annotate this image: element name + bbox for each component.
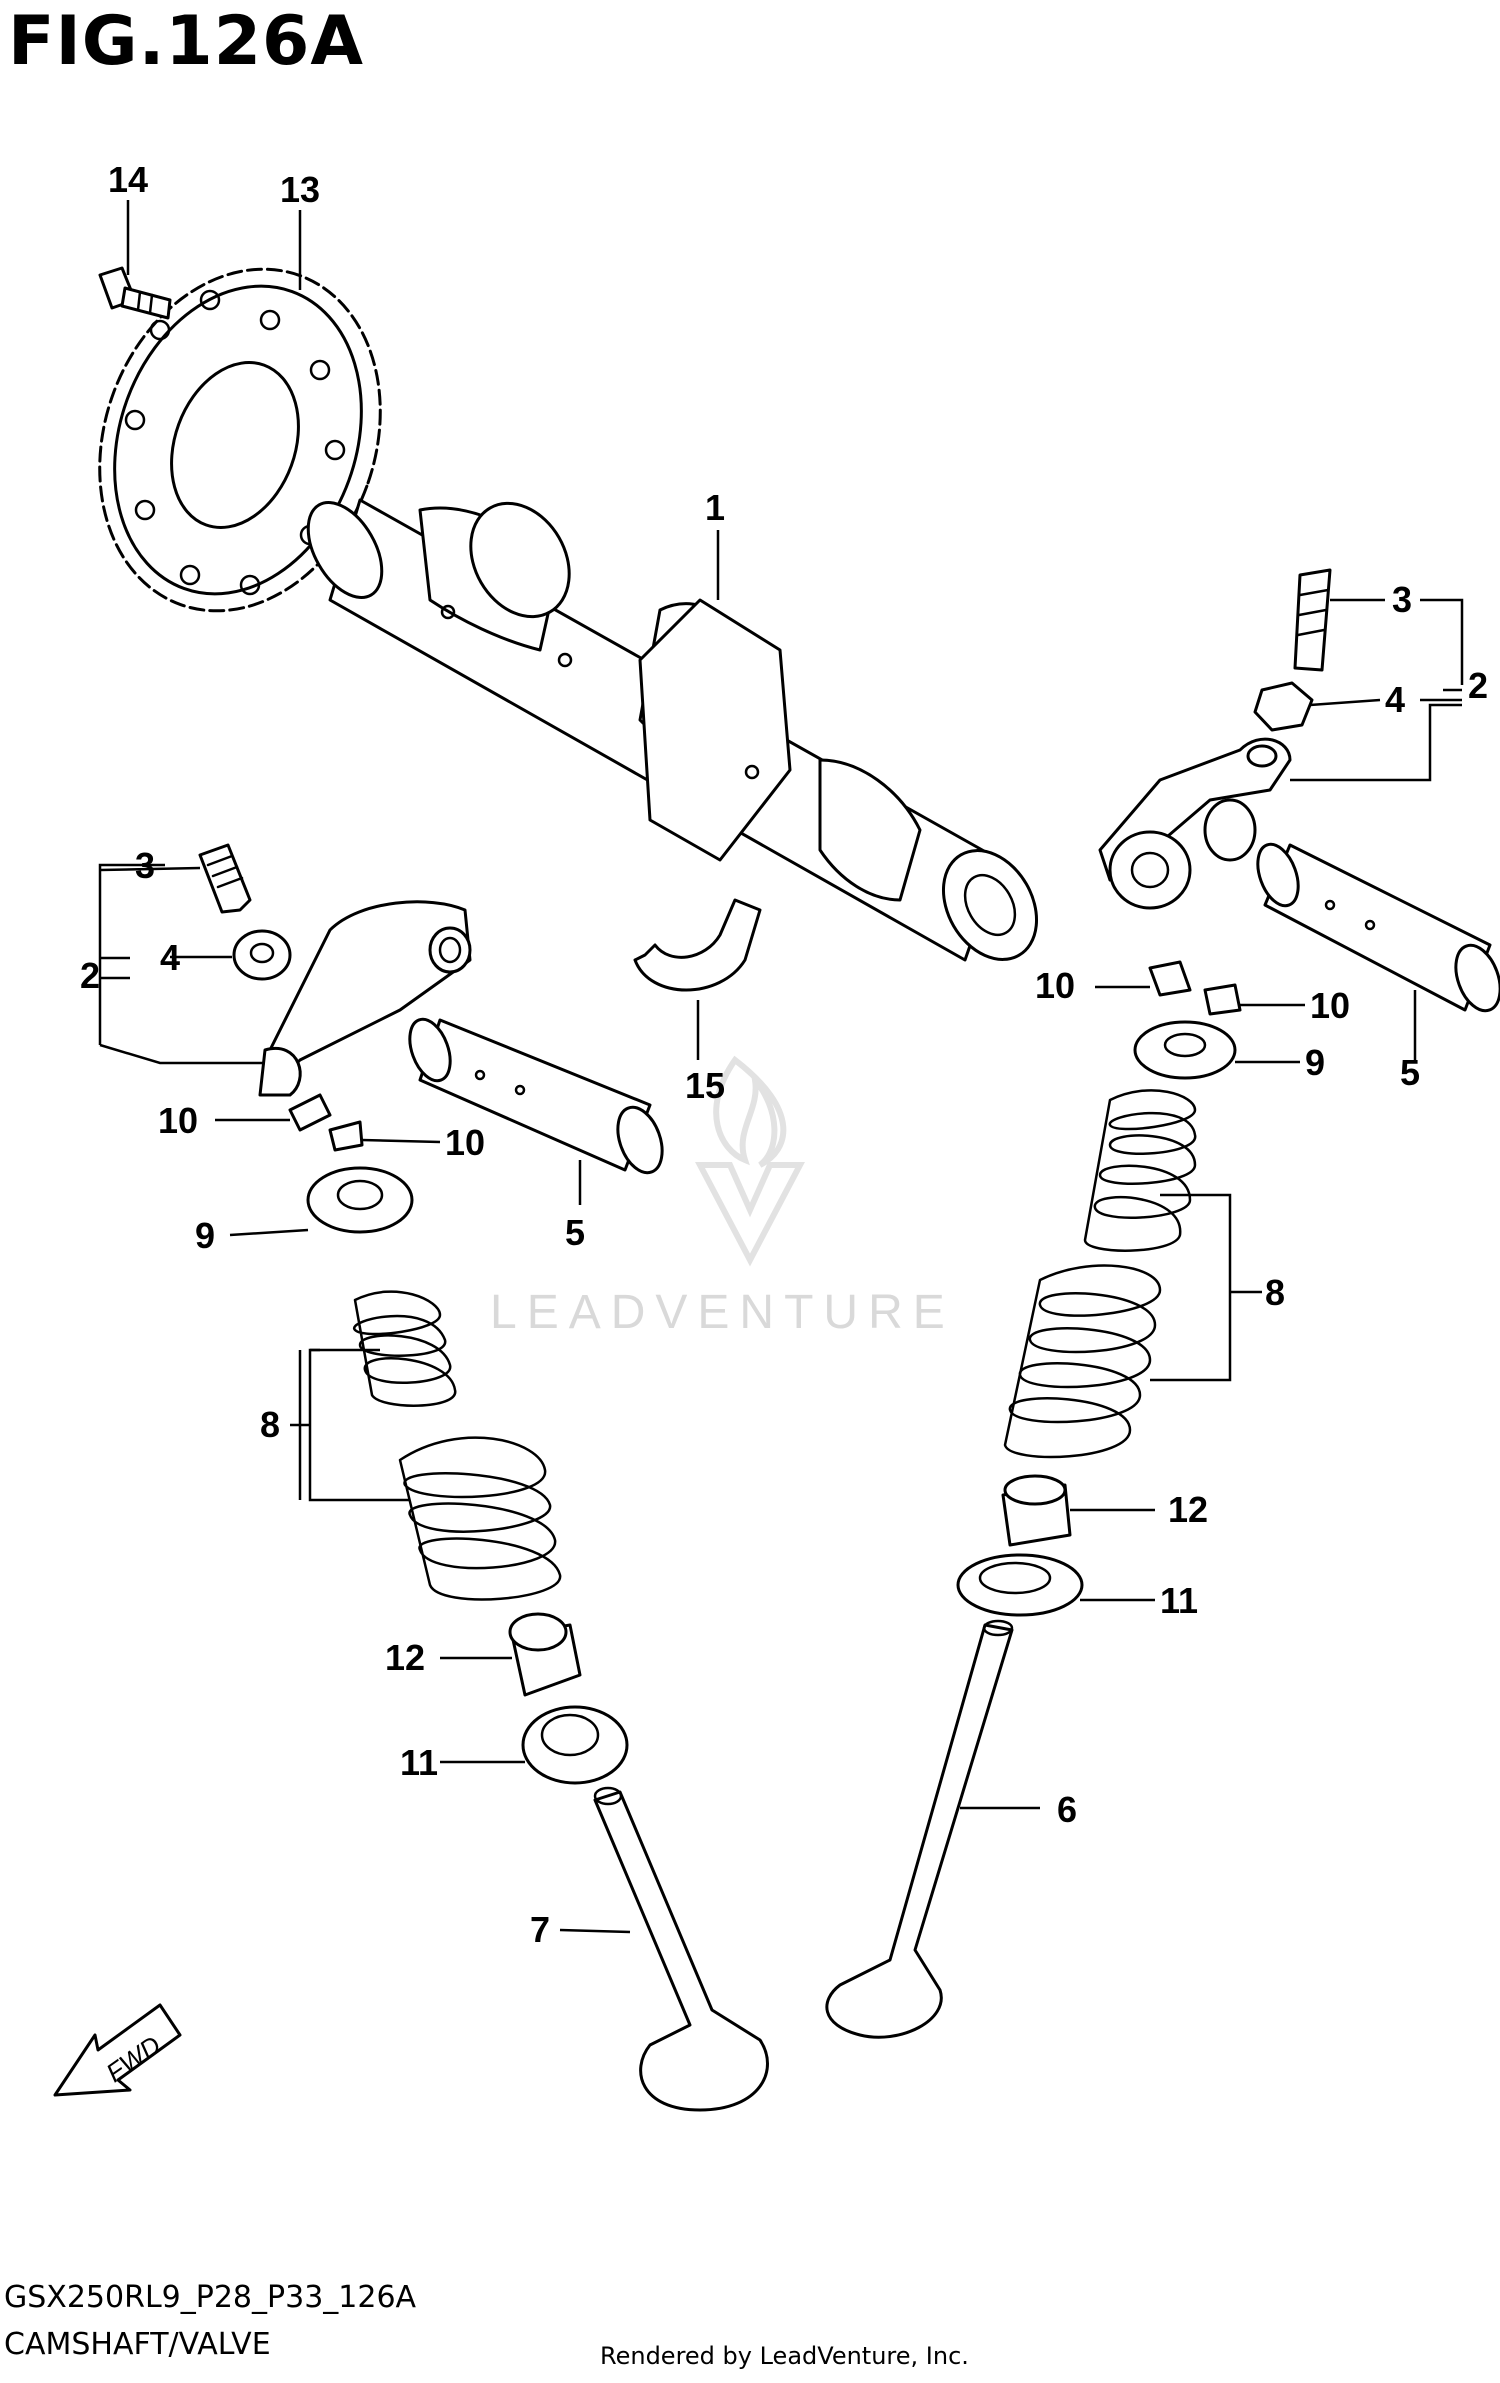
spring-seat-right[interactable] (956, 1553, 1084, 1617)
callout-8-right: 8 (1265, 1272, 1285, 1313)
camshaft[interactable] (293, 486, 1055, 977)
diagram-caption: CAMSHAFT/VALVE (4, 2327, 271, 2362)
valve-spring-inner-right[interactable] (1083, 1089, 1197, 1252)
rocker-arm-right[interactable] (1098, 737, 1292, 910)
render-credit: Rendered by LeadVenture, Inc. (600, 2342, 969, 2370)
rocker-shaft-left[interactable] (402, 1014, 670, 1179)
valve-cotter[interactable] (288, 960, 1242, 1152)
sprocket-bolt[interactable] (98, 266, 172, 320)
watermark-logo (695, 1055, 805, 1267)
callout-6: 6 (1057, 1789, 1077, 1830)
callout-1: 1 (705, 487, 725, 528)
valve-stem-seal-right[interactable] (1001, 1474, 1072, 1547)
callout-10-b: 10 (1310, 985, 1350, 1026)
callout-7: 7 (530, 1909, 550, 1950)
fwd-arrow-icon: FWD (53, 2003, 182, 2097)
callout-13: 13 (280, 169, 320, 210)
callout-11-right: 11 (1160, 1580, 1198, 1621)
figure-title: FIG.126A (8, 2, 364, 81)
callout-10-a: 10 (1035, 965, 1075, 1006)
valve-spring-outer-right[interactable] (1003, 1264, 1162, 1459)
intake-valve[interactable] (593, 1786, 769, 2112)
thrust-plate[interactable] (633, 898, 762, 992)
callout-12-left: 12 (385, 1637, 425, 1678)
exhaust-valve[interactable] (825, 1619, 1014, 2039)
callouts: 14 13 1 3 2 4 3 2 4 10 10 9 5 15 10 10 9… (80, 159, 1488, 1950)
spring-seat-left[interactable] (521, 1705, 629, 1785)
spring-retainer-right[interactable] (1133, 1020, 1237, 1080)
callout-9-right: 9 (1305, 1042, 1325, 1083)
callout-9-left: 9 (195, 1215, 215, 1256)
cam-sprocket[interactable] (53, 229, 426, 650)
valve-spring-outer-left[interactable] (398, 1436, 562, 1601)
watermark-text: LEADVENTURE (490, 1286, 955, 1339)
adjust-screw-left[interactable] (198, 843, 252, 914)
callout-4-right: 4 (1385, 679, 1405, 720)
callout-11-left: 11 (400, 1742, 438, 1783)
callout-3-right: 3 (1392, 579, 1412, 620)
adjust-screw-right[interactable] (1293, 568, 1332, 672)
callout-12-right: 12 (1168, 1489, 1208, 1530)
valve-stem-seal-left[interactable] (508, 1612, 582, 1697)
rocker-arm-left[interactable] (258, 900, 472, 1097)
leader-lines (98, 200, 1464, 1934)
callout-10-d: 10 (445, 1122, 485, 1163)
spring-retainer-left[interactable] (306, 1166, 414, 1234)
callout-5-left: 5 (565, 1212, 585, 1253)
callout-5-right: 5 (1400, 1052, 1420, 1093)
rocker-shaft-right[interactable] (1250, 839, 1500, 1017)
callout-15: 15 (685, 1065, 725, 1106)
callout-8-left: 8 (260, 1404, 280, 1445)
callout-2-left: 2 (80, 955, 100, 996)
valve-spring-inner-left[interactable] (353, 1290, 457, 1407)
callout-2-right: 2 (1468, 665, 1488, 706)
locknut-right[interactable] (1253, 681, 1314, 732)
callout-10-c: 10 (158, 1100, 198, 1141)
callout-14: 14 (108, 159, 148, 200)
callout-3-left: 3 (135, 845, 155, 886)
diagram-code: GSX250RL9_P28_P33_126A (4, 2280, 417, 2315)
callout-4-left: 4 (160, 937, 180, 978)
locknut-left[interactable] (232, 929, 292, 981)
